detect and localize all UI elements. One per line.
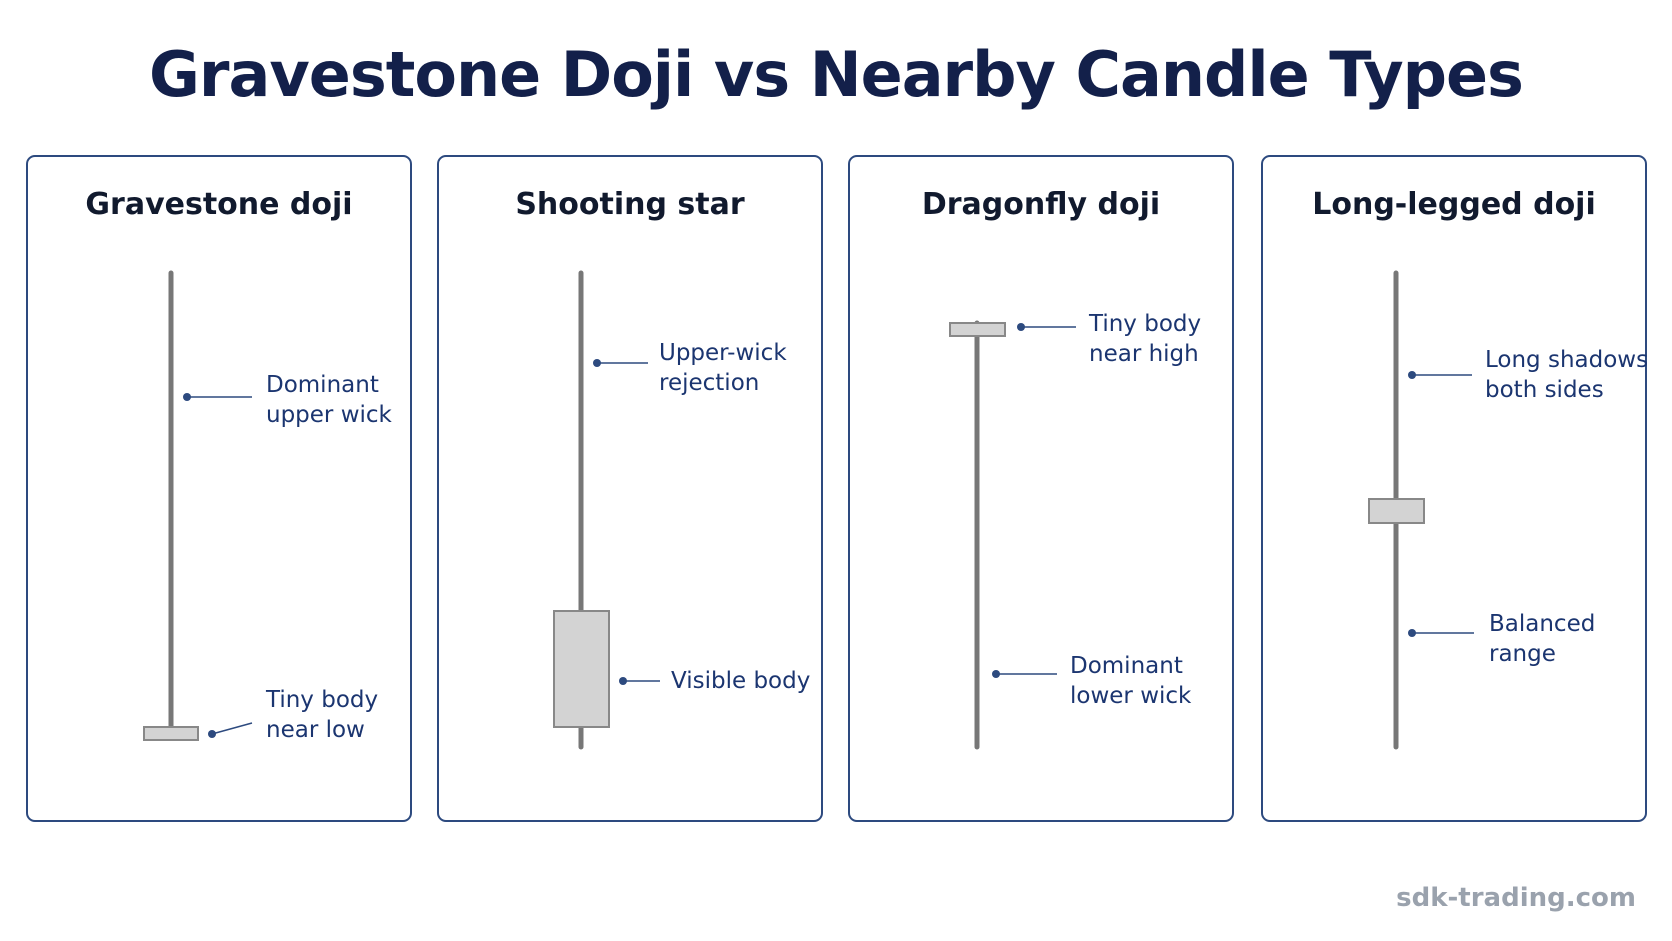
dragonfly-candle-diagram <box>949 320 1076 750</box>
page-title: Gravestone Doji vs Nearby Candle Types <box>149 38 1524 111</box>
panel-title: Long-legged doji <box>1312 187 1596 222</box>
callout-line <box>211 722 253 735</box>
candle-body <box>143 726 199 741</box>
candle-body <box>553 610 610 728</box>
shooting-star-candle-diagram <box>553 270 660 750</box>
footer-watermark: sdk-trading.com <box>1396 883 1636 913</box>
panel-title: Dragonfly doji <box>921 187 1161 222</box>
long-legged-candle-diagram <box>1368 270 1474 750</box>
label-visible-body: Visible body <box>671 668 811 694</box>
candle-body <box>949 322 1006 337</box>
candle-body <box>1368 498 1425 524</box>
gravestone-candle-diagram <box>143 270 253 741</box>
panel-title: Shooting star <box>515 187 745 222</box>
panel-title: Gravestone doji <box>85 187 353 222</box>
